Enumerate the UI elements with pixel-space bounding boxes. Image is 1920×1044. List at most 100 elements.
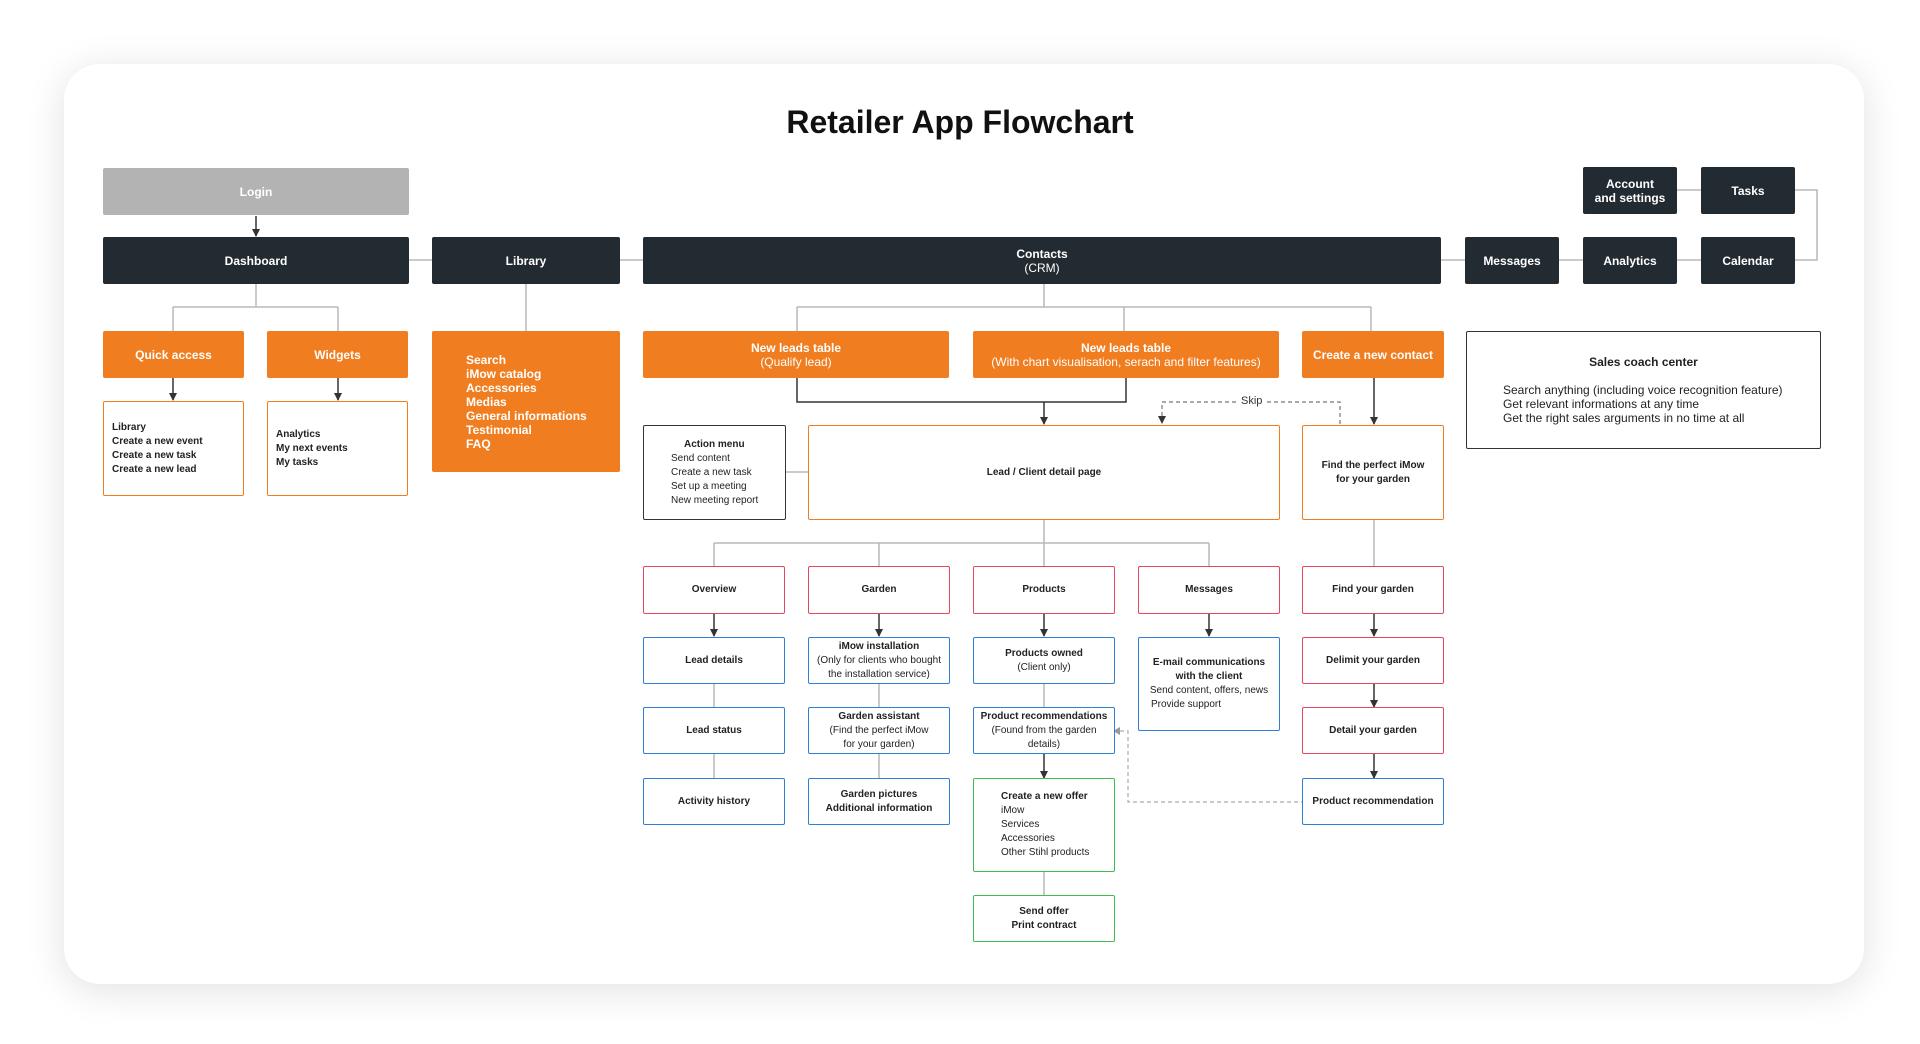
product-recommendations-sub: (Found from the garden details): [991, 724, 1097, 750]
overview-label: Overview: [691, 584, 737, 595]
messages-label: Messages: [1483, 253, 1541, 268]
library-item: Search: [466, 352, 507, 367]
new-leads-qualify-node: New leads table(Qualify lead): [643, 331, 949, 378]
send-offer-label: Send offer: [1019, 905, 1069, 917]
garden-tab-node: Garden: [808, 566, 950, 614]
sales-coach-node: Sales coach center Search anything (incl…: [1466, 331, 1821, 449]
activity-history-node: Activity history: [643, 778, 785, 825]
lead-detail-node: Lead / Client detail page: [808, 425, 1280, 520]
quick-access-item: Create a new task: [112, 449, 197, 461]
garden-assistant-node: Garden assistant (Find the perfect iMow fo…: [808, 707, 950, 754]
widgets-items-node: Analytics My next events My tasks: [267, 401, 408, 496]
garden-assistant-sub: (Find the perfect iMow: [829, 724, 929, 736]
products-owned-title: Products owned: [1005, 647, 1083, 659]
find-garden-label: Find your garden: [1332, 584, 1414, 595]
new-leads-qualify-sub: (Qualify lead): [760, 354, 832, 369]
action-menu-node: Action menu Send content Create a new ta…: [643, 425, 786, 520]
create-contact-node: Create a new contact: [1302, 331, 1444, 378]
create-offer-item: Services: [1001, 819, 1040, 830]
find-garden-node: Find your garden: [1302, 566, 1444, 614]
library-item: Accessories: [466, 380, 537, 395]
product-recommendations-title: Product recommendations: [980, 710, 1108, 722]
overview-tab-node: Overview: [643, 566, 785, 614]
email-communications-title: with the client: [1175, 671, 1243, 682]
account-sub: and settings: [1594, 190, 1666, 205]
messages-tab-label: Messages: [1185, 584, 1233, 595]
lead-details-label: Lead details: [685, 654, 743, 666]
quick-access-node: Quick access: [103, 331, 244, 378]
create-offer-item: Other Stihl products: [1001, 847, 1090, 858]
activity-history-label: Activity history: [677, 795, 751, 807]
quick-access-item: Create a new lead: [112, 463, 197, 475]
create-contact-label: Create a new contact: [1312, 347, 1434, 362]
products-label: Products: [1022, 584, 1066, 595]
find-imow-label: Find the perfect iMow: [1321, 459, 1425, 471]
imow-installation-title: iMow installation: [838, 640, 920, 652]
email-communications-node: E-mail communications with the client Se…: [1138, 637, 1280, 731]
analytics-label: Analytics: [1603, 253, 1657, 268]
messages-tab-node: Messages: [1138, 566, 1280, 614]
lead-detail-label: Lead / Client detail page: [986, 466, 1102, 478]
widgets-item: My next events: [276, 442, 348, 454]
dashboard-node: Dashboard: [103, 237, 409, 284]
library-item: Medias: [466, 394, 507, 409]
new-leads-chart-label: New leads table: [1080, 340, 1172, 355]
contacts-sub: (CRM): [1024, 260, 1060, 275]
imow-installation-sub: (Only for clients who bought: [817, 654, 941, 666]
find-imow-sub: for your garden: [1336, 473, 1410, 485]
contacts-node: Contacts(CRM): [643, 237, 1441, 284]
email-communications-item: Send content, offers, news: [1149, 685, 1269, 696]
account-label: Account: [1606, 176, 1654, 191]
detail-garden-label: Detail your garden: [1329, 724, 1417, 736]
diagram-title: Retailer App Flowchart: [786, 104, 1134, 140]
quick-access-items-node: Library Create a new event Create a new …: [103, 401, 244, 496]
product-recommendations-node: Product recommendations (Found from the g…: [973, 707, 1115, 754]
create-offer-item: Accessories: [1001, 833, 1055, 844]
garden-label: Garden: [861, 584, 897, 595]
new-leads-qualify-label: New leads table: [750, 340, 842, 355]
action-menu-item: Create a new task: [671, 466, 752, 478]
library-label: Library: [505, 253, 547, 268]
delimit-garden-label: Delimit your garden: [1326, 654, 1420, 666]
sales-coach-item: Search anything (including voice recogni…: [1503, 383, 1783, 397]
product-recommendation-label: Product recommendation: [1312, 795, 1434, 807]
email-communications-item: Provide support: [1151, 699, 1222, 710]
action-menu-item: New meeting report: [671, 494, 759, 506]
products-owned-sub: (Client only): [1017, 661, 1071, 673]
sales-coach-title: Sales coach center: [1589, 355, 1698, 369]
library-items-node: Search iMow catalog Accessories Medias G…: [432, 331, 620, 472]
new-leads-chart-node: New leads table(With chart visualisation…: [973, 331, 1279, 378]
login-label: Login: [239, 184, 273, 199]
calendar-node: Calendar: [1701, 237, 1795, 284]
lead-status-label: Lead status: [686, 724, 742, 736]
calendar-label: Calendar: [1722, 253, 1774, 268]
garden-pictures-label: Garden pictures: [840, 788, 918, 800]
sales-coach-item: Get the right sales arguments in no time…: [1503, 411, 1745, 425]
garden-assistant-title: Garden assistant: [838, 710, 920, 722]
detail-garden-node: Detail your garden: [1302, 707, 1444, 754]
imow-installation-node: iMow installation (Only for clients who b…: [808, 637, 950, 684]
widgets-node: Widgets: [267, 331, 408, 378]
skip-label: Skip: [1238, 395, 1266, 407]
widgets-item: Analytics: [276, 428, 321, 440]
garden-assistant-sub: for your garden): [843, 738, 915, 750]
diagram-card: [64, 64, 1864, 984]
action-menu-title: Action menu: [684, 438, 745, 450]
quick-access-item: Library: [112, 421, 146, 433]
imow-installation-sub: the installation service): [828, 668, 930, 680]
analytics-node: Analytics: [1583, 237, 1677, 284]
contacts-label: Contacts: [1016, 246, 1068, 261]
new-leads-chart-sub: (With chart visualisation, serach and fi…: [991, 354, 1261, 369]
find-imow-node: Find the perfect iMow for your garden: [1302, 425, 1444, 520]
send-offer-sub: Print contract: [1011, 919, 1077, 931]
library-item: Testimonial: [466, 422, 532, 437]
messages-node: Messages: [1465, 237, 1559, 284]
lead-status-node: Lead status: [643, 707, 785, 754]
products-tab-node: Products: [973, 566, 1115, 614]
library-item: FAQ: [466, 436, 491, 451]
tasks-node: Tasks: [1701, 167, 1795, 214]
